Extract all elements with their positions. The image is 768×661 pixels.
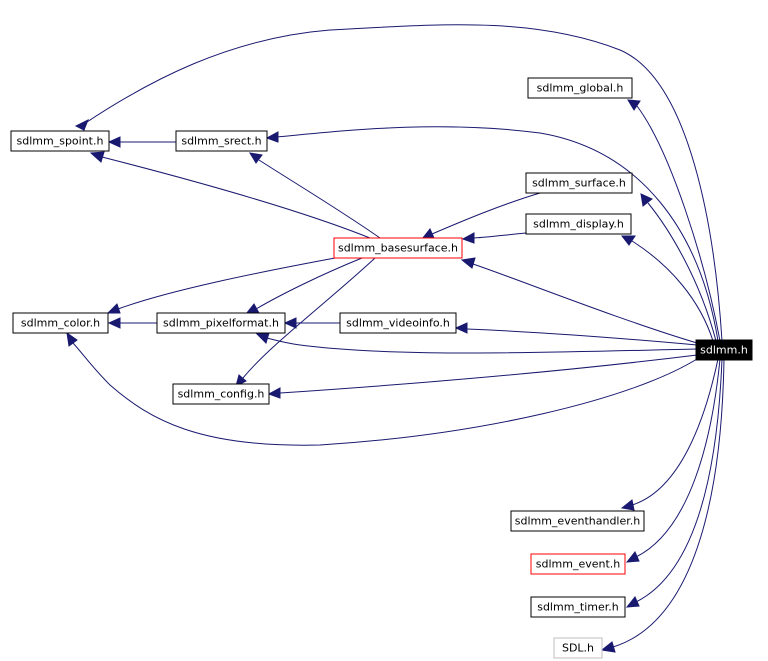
edge-sdlmm-to-config-arrowhead [267, 387, 281, 399]
node-sdlmm-spoint-h[interactable]: sdlmm_spoint.h [10, 130, 110, 152]
edge-sdlmm-to-surface [647, 202, 717, 342]
node-sdlmm-timer-h-label: sdlmm_timer.h [537, 601, 619, 614]
edge-basesurface-to-srect-arrowhead [249, 152, 263, 164]
edge-sdlmm-to-color-arrowhead [66, 331, 78, 347]
edge-surface-to-basesurface [431, 192, 541, 235]
node-sdlmm-videoinfo-h[interactable]: sdlmm_videoinfo.h [339, 312, 457, 334]
edge-sdlmm-to-eventhandler-arrowhead [620, 499, 635, 511]
node-sdlmm-surface-h[interactable]: sdlmm_surface.h [525, 172, 633, 194]
node-sdlmm-h[interactable]: sdlmm.h [695, 339, 753, 361]
edge-sdlmm-to-color [71, 341, 698, 446]
node-sdlmm-videoinfo-h-label: sdlmm_videoinfo.h [346, 317, 450, 330]
edge-basesurface-to-pixelformat [255, 257, 363, 310]
edge-sdlmm-to-event-arrowhead [625, 551, 640, 563]
edge-basesurface-to-spoint-arrowhead [89, 151, 105, 163]
edge-videoinfo-to-pixelformat-arrowhead [283, 317, 297, 329]
edge-sdlmm-to-srect-arrowhead [265, 131, 279, 143]
edge-sdlmm-to-basesurface [472, 263, 698, 344]
node-sdlmm-global-h-label: sdlmm_global.h [537, 82, 624, 95]
node-sdlmm-pixelformat-h[interactable]: sdlmm_pixelformat.h [156, 312, 286, 334]
node-sdlmm-config-h[interactable]: sdlmm_config.h [172, 383, 270, 405]
nodes: sdlmm.h sdlmm_global.h sdlmm_spoint.h sd… [10, 77, 753, 659]
edge-sdlmm-to-sdl-arrowhead [600, 641, 616, 653]
edge-sdlmm-to-spoint [83, 24, 723, 342]
edge-basesurface-to-config [242, 257, 376, 379]
node-sdlmm-basesurface-h-label: sdlmm_basesurface.h [338, 242, 458, 255]
node-sdl-h-label: SDL.h [562, 642, 594, 655]
edge-basesurface-to-color [117, 257, 336, 310]
edge-sdlmm-to-srect [276, 126, 719, 342]
edge-sdlmm-to-timer [635, 358, 723, 603]
node-sdl-h[interactable]: SDL.h [553, 637, 603, 659]
node-sdlmm-spoint-h-label: sdlmm_spoint.h [17, 135, 104, 148]
edges [66, 24, 725, 653]
edge-sdlmm-to-basesurface-arrowhead [460, 257, 476, 269]
edge-sdlmm-to-global [636, 105, 721, 342]
edge-sdlmm-to-event [635, 358, 721, 558]
node-sdlmm-basesurface-h[interactable]: sdlmm_basesurface.h [333, 237, 463, 259]
node-sdlmm-h-label: sdlmm.h [700, 344, 748, 357]
node-sdlmm-eventhandler-h[interactable]: sdlmm_eventhandler.h [510, 510, 645, 532]
edge-sdlmm-to-pixelformat [266, 337, 698, 354]
edge-sdlmm-to-config [279, 354, 698, 394]
edge-sdlmm-to-videoinfo-arrowhead [454, 322, 468, 334]
node-sdlmm-surface-h-label: sdlmm_surface.h [532, 177, 626, 190]
edge-sdlmm-to-videoinfo [466, 328, 698, 346]
node-sdlmm-color-h[interactable]: sdlmm_color.h [12, 312, 109, 334]
edge-basesurface-to-spoint [101, 156, 371, 239]
node-sdlmm-display-h[interactable]: sdlmm_display.h [525, 213, 632, 235]
edge-pixelformat-to-color-arrowhead [107, 317, 121, 329]
edge-sdlmm-to-display [631, 240, 714, 342]
node-sdlmm-srect-h[interactable]: sdlmm_srect.h [175, 130, 268, 152]
node-sdlmm-eventhandler-h-label: sdlmm_eventhandler.h [515, 515, 641, 528]
edge-sdlmm-to-eventhandler [631, 358, 719, 506]
node-sdlmm-pixelformat-h-label: sdlmm_pixelformat.h [163, 317, 279, 330]
edge-basesurface-to-srect [258, 159, 381, 239]
edge-sdlmm-to-timer-arrowhead [625, 596, 640, 608]
node-sdlmm-event-h-label: sdlmm_event.h [536, 558, 621, 571]
edge-sdlmm-to-pixelformat-arrowhead [254, 332, 270, 344]
node-sdlmm-srect-h-label: sdlmm_srect.h [181, 135, 261, 148]
node-sdlmm-color-h-label: sdlmm_color.h [21, 317, 100, 330]
edge-basesurface-to-color-arrowhead [106, 303, 121, 314]
node-sdlmm-display-h-label: sdlmm_display.h [533, 218, 624, 231]
edge-sdlmm-to-surface-arrowhead [640, 193, 653, 207]
edge-sdlmm-to-sdl [612, 358, 725, 648]
node-sdlmm-global-h[interactable]: sdlmm_global.h [527, 77, 633, 99]
node-sdlmm-event-h[interactable]: sdlmm_event.h [530, 553, 626, 575]
edge-sdlmm-to-global-arrowhead [627, 99, 641, 111]
node-sdlmm-timer-h[interactable]: sdlmm_timer.h [530, 596, 626, 618]
edge-display-to-basesurface-arrowhead [461, 232, 475, 244]
edge-srect-to-spoint-arrowhead [107, 136, 121, 148]
node-sdlmm-config-h-label: sdlmm_config.h [178, 388, 265, 401]
edge-display-to-basesurface [473, 232, 527, 239]
edge-sdlmm-to-spoint-arrowhead [74, 118, 89, 131]
edge-sdlmm-to-display-arrowhead [620, 235, 636, 246]
